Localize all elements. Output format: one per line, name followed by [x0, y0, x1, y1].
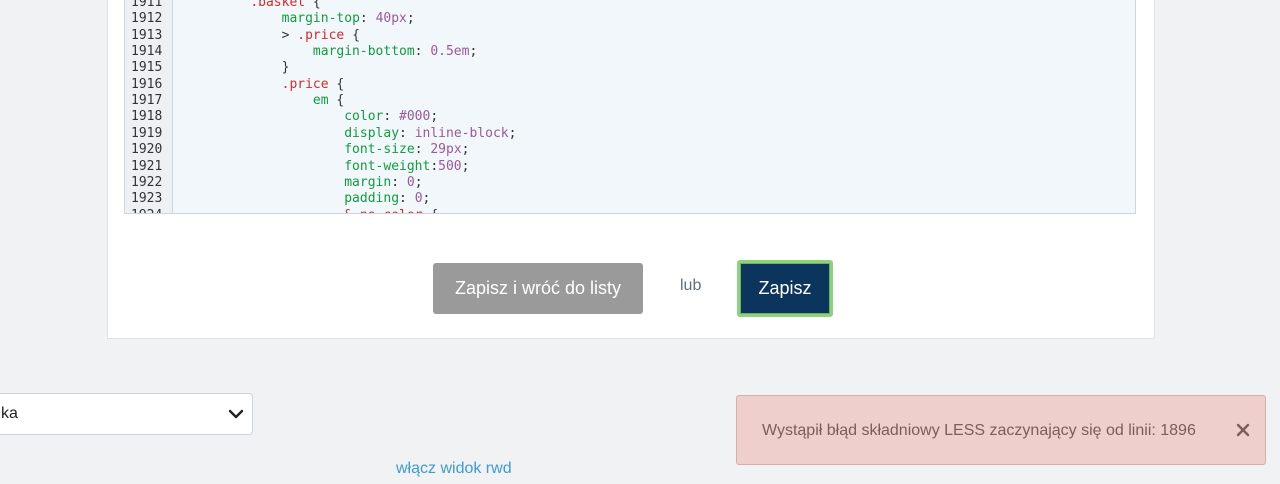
line-number: 1915	[131, 60, 163, 76]
line-number: 1914	[131, 44, 163, 60]
line-number: 1917	[131, 93, 163, 109]
code-text: }	[219, 60, 290, 76]
code-line: 1914 margin-bottom: 0.5em;	[125, 44, 1135, 60]
language-select[interactable]: ka	[0, 393, 253, 435]
select-value: ka	[1, 405, 18, 422]
line-number: 1920	[131, 142, 163, 158]
code-text: margin-top: 40px;	[281, 11, 415, 27]
code-text: > .price {	[219, 27, 360, 43]
code-editor[interactable]: 1911 .basket {1912 margin-top: 40px;1913…	[124, 0, 1136, 214]
chevron-down-icon	[228, 409, 244, 419]
code-line: 1921 font-weight:500;	[125, 159, 1135, 175]
line-number: 1913	[131, 27, 163, 43]
save-button[interactable]: Zapisz	[737, 260, 833, 317]
code-line: 1918 color: #000;	[125, 109, 1135, 125]
save-and-back-button[interactable]: Zapisz i wróć do listy	[433, 263, 643, 314]
code-text: font-size: 29px;	[344, 142, 470, 158]
line-number: 1919	[131, 125, 163, 141]
code-line: 1911 .basket {	[125, 0, 1135, 11]
close-icon[interactable]	[1233, 420, 1253, 440]
code-line: 1913 > .price {	[125, 28, 1135, 44]
code-text: margin-bottom: 0.5em;	[312, 44, 478, 60]
alert-message: Wystąpił błąd składniowy LESS zaczynając…	[762, 422, 1196, 439]
line-number-gutter	[125, 0, 173, 213]
code-text: margin: 0;	[344, 174, 423, 190]
code-text: color: #000;	[344, 109, 439, 125]
code-text: padding: 0;	[344, 191, 431, 207]
code-text: .basket {	[250, 0, 321, 10]
code-text: font-weight:500;	[344, 158, 470, 174]
code-line: 1917 em {	[125, 93, 1135, 109]
line-number: 1911	[131, 0, 163, 10]
code-text: display: inline-block;	[344, 125, 517, 141]
line-number: 1921	[131, 158, 163, 174]
line-number: 1924	[125, 208, 173, 213]
line-number: 1922	[131, 174, 163, 190]
code-line: 1920 font-size: 29px;	[125, 142, 1135, 158]
line-number: 1912	[131, 11, 163, 27]
code-text: &.no-color {	[173, 208, 438, 213]
code-text: .price {	[281, 76, 345, 92]
error-alert: Wystąpił błąd składniowy LESS zaczynając…	[736, 395, 1266, 465]
code-line: 1922 margin: 0;	[125, 175, 1135, 191]
code-line: 1923 padding: 0;	[125, 191, 1135, 207]
code-line: 1912 margin-top: 40px;	[125, 11, 1135, 27]
or-separator: lub	[680, 277, 702, 294]
code-text: em {	[312, 93, 345, 109]
line-number: 1918	[131, 109, 163, 125]
code-line: 1924 &.no-color {	[125, 208, 1135, 213]
code-line: 1915 }	[125, 60, 1135, 76]
line-number: 1916	[131, 76, 163, 92]
enable-rwd-view-link[interactable]: włącz widok rwd	[396, 460, 512, 477]
code-line: 1919 display: inline-block;	[125, 126, 1135, 142]
code-line: 1916 .price {	[125, 77, 1135, 93]
line-number: 1923	[131, 191, 163, 207]
